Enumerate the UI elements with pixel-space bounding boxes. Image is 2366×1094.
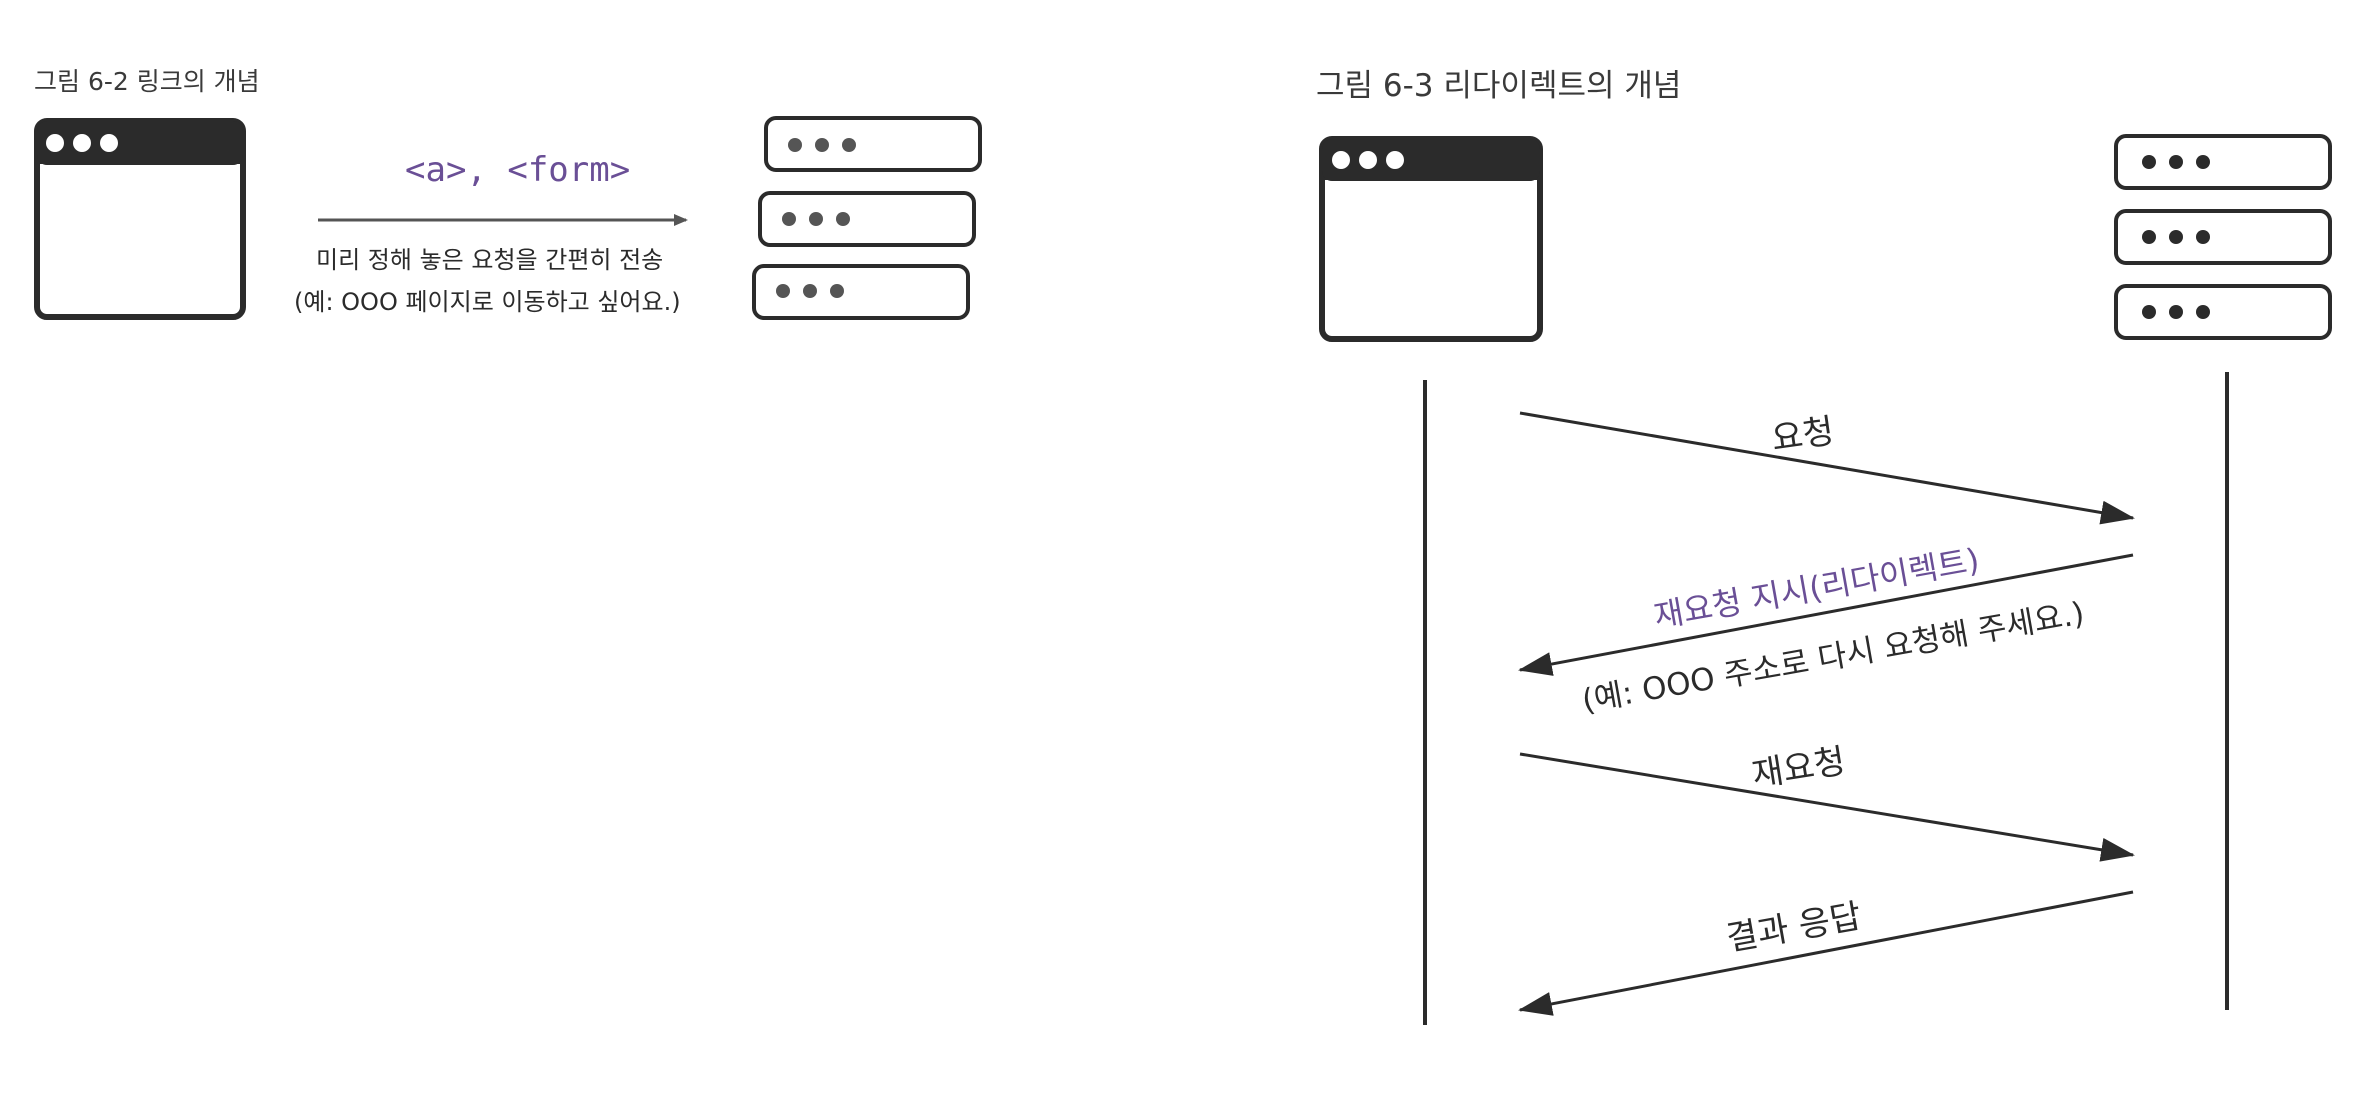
figure-6-3-title: 그림 6-3 리다이렉트의 개념 — [1316, 68, 1682, 104]
link-description-line2: (예: OOO 페이지로 이동하고 싶어요.) — [294, 288, 681, 316]
server-unit — [758, 191, 976, 247]
server-unit — [2114, 209, 2332, 265]
link-description-line1: 미리 정해 놓은 요청을 간편히 전송 — [316, 246, 664, 274]
figure-6-2-title: 그림 6-2 링크의 개념 — [34, 67, 260, 96]
server-unit — [752, 264, 970, 320]
server-unit — [2114, 134, 2332, 190]
server-stack-icon — [2114, 134, 2332, 340]
browser-window-icon — [34, 118, 246, 320]
server-unit — [2114, 284, 2332, 340]
server-unit — [764, 116, 982, 172]
client-browser-icon — [1319, 136, 1543, 342]
link-tags-label: <a>, <form> — [405, 150, 631, 190]
re-request-arrow — [1519, 752, 2135, 862]
request-arrow — [1519, 411, 2135, 525]
request-label: 요청 — [1769, 411, 1837, 460]
redirect-arrow — [1518, 553, 2134, 676]
result-response-arrow — [1518, 890, 2134, 1016]
server-stack-icon — [752, 116, 982, 320]
